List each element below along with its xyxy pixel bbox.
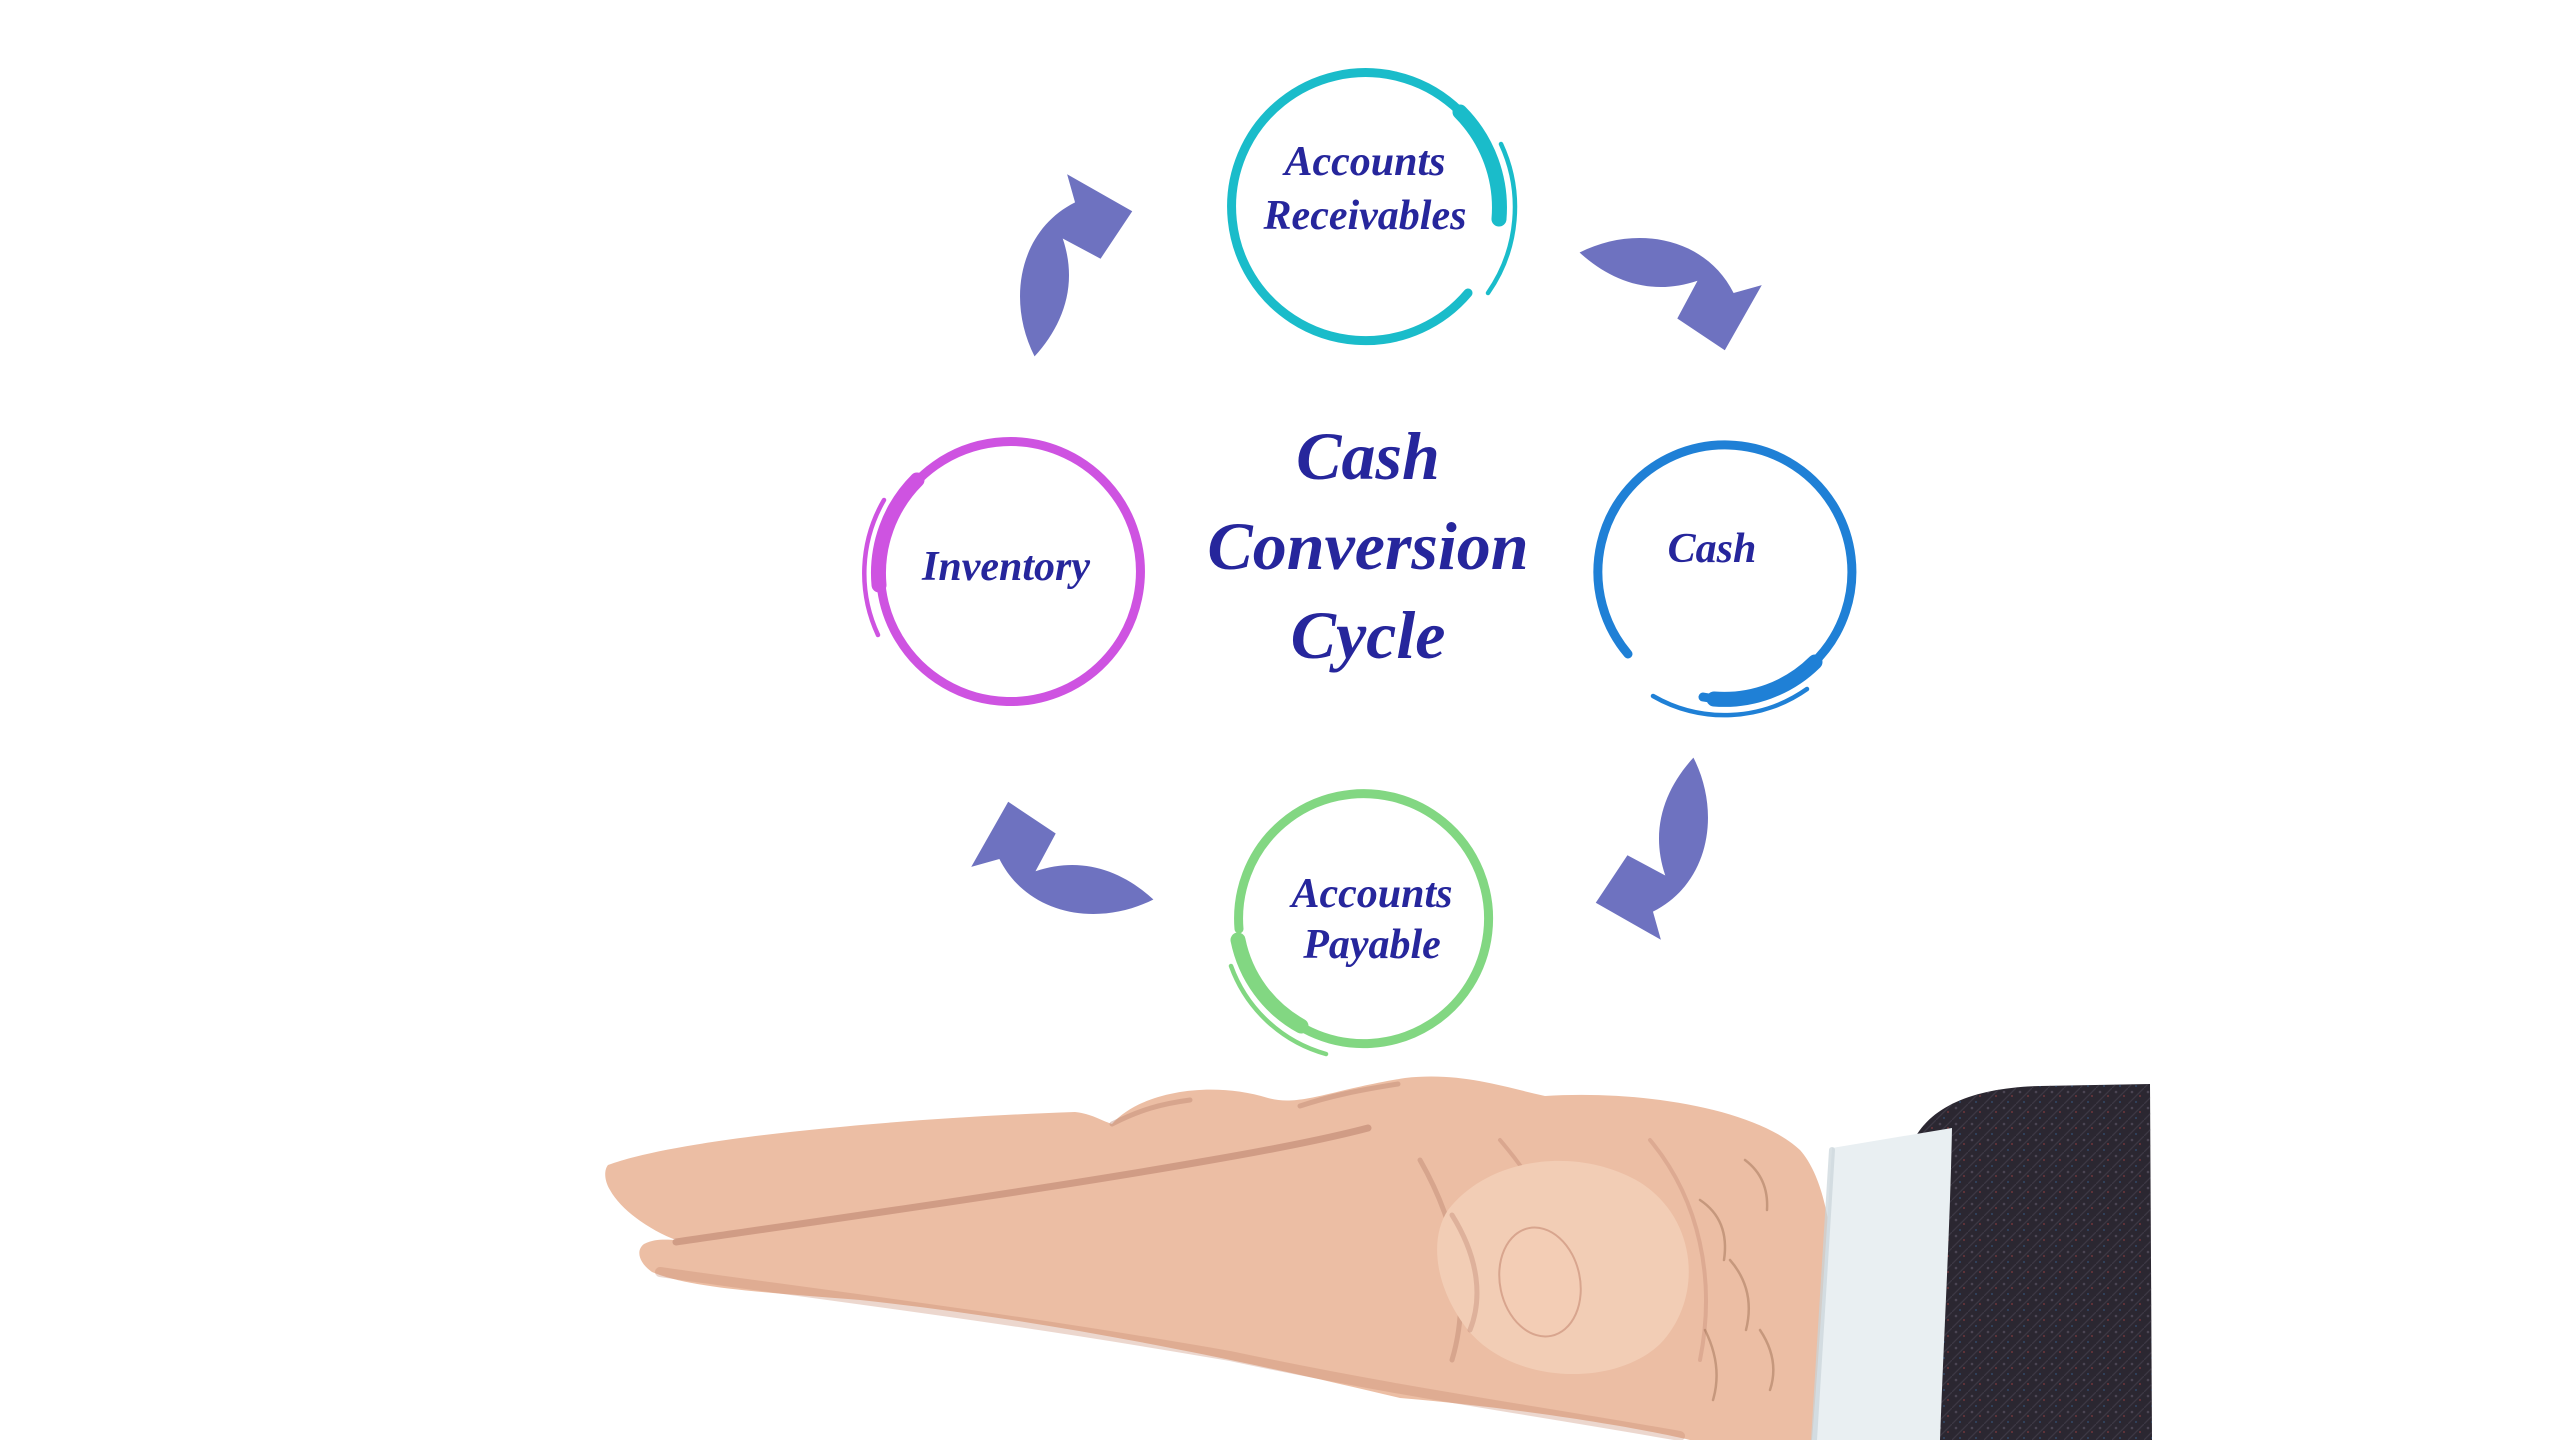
arrow-inventory-to-receivables <box>1020 174 1133 357</box>
node-label-accounts-receivables: Accounts Receivables <box>1263 139 1467 239</box>
node-label-accounts-payable: Accounts Payable <box>1288 871 1452 968</box>
hair-stroke <box>1728 1258 1750 1332</box>
ring-tail-payable <box>1228 963 1329 1057</box>
finger-gap-crease <box>672 1124 1372 1246</box>
arrow-receivables-to-cash <box>1579 238 1762 351</box>
cuff-band <box>1812 1128 1952 1440</box>
node-circle-inventory <box>862 437 1145 707</box>
ring-accent-receivables <box>1452 104 1507 227</box>
knuckle-crease-1 <box>1109 1097 1193 1127</box>
hair-stroke <box>1743 1158 1769 1212</box>
knuckle-crease-2 <box>1297 1081 1401 1109</box>
suit-sleeve-texture <box>1900 1084 2152 1440</box>
diagram-title: Cash Conversion Cycle <box>1207 418 1528 673</box>
cuff-edge-shadow <box>1811 1147 1835 1440</box>
thumb <box>1437 1160 1689 1375</box>
suit-sleeve <box>1900 1084 2152 1440</box>
ring-accent-payable <box>1230 932 1309 1034</box>
title-line-2: Conversion <box>1207 508 1528 584</box>
cash-label: Cash <box>1668 526 1757 572</box>
payable-label-line-1: Accounts <box>1288 871 1452 917</box>
hand-photo <box>605 1076 2152 1440</box>
wrist-hair <box>1698 1158 1775 1402</box>
payable-label-line-2: Payable <box>1302 922 1441 968</box>
node-circle-accounts-payable <box>1228 789 1494 1057</box>
shirt-cuff <box>1811 1128 1952 1440</box>
palm-crease-3 <box>1648 1138 1708 1362</box>
receivables-label-line-2: Receivables <box>1263 193 1467 239</box>
node-circle-cash <box>1593 440 1857 718</box>
receivables-label-line-1: Accounts <box>1281 139 1445 185</box>
ring-tail-receivables <box>1485 141 1518 296</box>
node-circle-accounts-receivables <box>1227 68 1518 346</box>
hair-stroke <box>1698 1198 1727 1262</box>
inventory-label: Inventory <box>921 544 1090 590</box>
ring-tail-cash <box>1650 686 1810 718</box>
title-line-3: Cycle <box>1291 597 1446 673</box>
thumb-shading <box>1449 1212 1480 1333</box>
ring-accent-cash <box>1706 654 1823 707</box>
title-line-1: Cash <box>1296 418 1440 494</box>
ring-main-payable <box>1234 789 1494 1049</box>
ring-main-inventory <box>876 437 1145 707</box>
hair-stroke <box>1758 1328 1775 1392</box>
ring-tail-inventory <box>862 497 887 638</box>
arrow-payable-to-inventory <box>971 801 1154 914</box>
thumb-nail <box>1498 1226 1582 1338</box>
underside-shading <box>655 1267 1685 1440</box>
arrow-cash-to-payable <box>1595 757 1708 940</box>
hair-stroke <box>1703 1328 1718 1402</box>
ring-accent-inventory <box>871 472 925 593</box>
